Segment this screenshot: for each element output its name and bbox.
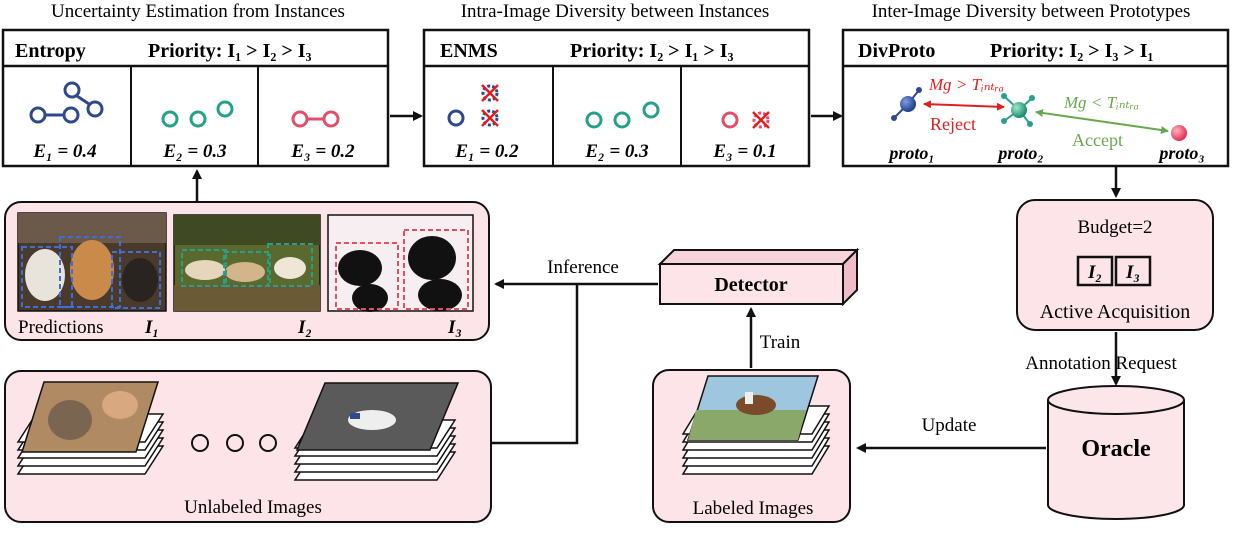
instances-icon bbox=[29, 81, 104, 124]
entropy-priority: Priority: I₁ > I₂ > I₃ bbox=[148, 40, 312, 62]
prediction-label-1: I₁ bbox=[144, 317, 159, 338]
title-intra: Intra-Image Diversity between Instances bbox=[461, 1, 770, 22]
oracle-label: Oracle bbox=[1081, 436, 1151, 462]
prediction-label-2: I₂ bbox=[297, 317, 312, 338]
prediction-image-1 bbox=[17, 212, 167, 312]
oracle-database-icon: Oracle bbox=[1047, 385, 1185, 520]
labeled-images-panel: Labeled Images bbox=[652, 369, 851, 523]
proto-3-label: proto₃ bbox=[1157, 143, 1204, 163]
enms-priority: Priority: I₂ > I₁ > I₃ bbox=[570, 40, 734, 62]
reject-arrow bbox=[923, 100, 1005, 111]
proto-1-icon bbox=[891, 87, 922, 121]
selected-image-2: I₃ bbox=[1125, 262, 1140, 283]
enms-panel: ENMS Priority: I₂ > I₁ > I₃ E₁ = 0.2 E₂ … bbox=[422, 28, 811, 168]
accept-condition: Mɡ < Tᵢₙₜᵣₐ bbox=[1063, 93, 1139, 112]
instances-icon bbox=[585, 101, 660, 129]
detector-box: Detector bbox=[657, 247, 860, 307]
unlabeled-images-panel: Unlabeled Images bbox=[4, 370, 492, 523]
accept-label: Accept bbox=[1072, 130, 1123, 150]
proto-2-label: proto₂ bbox=[996, 143, 1043, 163]
title-inter: Inter-Image Diversity between Prototypes bbox=[872, 1, 1191, 22]
prediction-label-3: I₃ bbox=[447, 317, 462, 338]
enms-cell-2: E₂ = 0.3 bbox=[584, 141, 648, 162]
image-stack bbox=[293, 382, 460, 481]
proto-2-icon bbox=[1001, 93, 1035, 127]
proto-3-icon bbox=[1171, 125, 1187, 141]
labeled-images-label: Labeled Images bbox=[693, 498, 814, 519]
instances-suppressed-icon bbox=[721, 111, 770, 129]
reject-condition: Mɡ > Tᵢₙₜᵣₐ bbox=[928, 75, 1004, 94]
predictions-label: Predictions bbox=[18, 317, 104, 338]
annotation-request-label: Annotation Request bbox=[1025, 353, 1177, 374]
prediction-image-2 bbox=[173, 214, 321, 312]
selected-image-1: I₂ bbox=[1087, 262, 1102, 283]
title-uncertainty: Uncertainty Estimation from Instances bbox=[51, 1, 345, 22]
acquisition-label: Active Acquisition bbox=[1040, 301, 1191, 323]
predictions-panel: Predictions I₁ I₂ I₃ bbox=[4, 201, 490, 341]
instances-suppressed-icon bbox=[447, 84, 499, 127]
accept-arrow bbox=[1035, 109, 1169, 134]
enms-cell-3: E₃ = 0.1 bbox=[712, 141, 776, 162]
instances-icon bbox=[291, 110, 340, 128]
budget-label: Budget=2 bbox=[1077, 217, 1152, 238]
image-stack bbox=[681, 375, 831, 475]
image-stack bbox=[16, 381, 165, 475]
unlabeled-feed-line bbox=[491, 284, 579, 445]
reject-label: Reject bbox=[930, 114, 976, 134]
divproto-name: DivProto bbox=[858, 40, 935, 62]
instances-icon bbox=[161, 100, 234, 128]
unlabeled-images-label: Unlabeled Images bbox=[184, 497, 322, 518]
entropy-cell-1: E₁ = 0.4 bbox=[32, 141, 96, 162]
entropy-cell-3: E₃ = 0.2 bbox=[290, 141, 355, 162]
train-label: Train bbox=[760, 332, 801, 353]
enms-cell-1: E₁ = 0.2 bbox=[454, 141, 519, 162]
entropy-cell-2: E₂ = 0.3 bbox=[162, 141, 226, 162]
prediction-image-3 bbox=[327, 214, 474, 312]
proto-1-label: proto₁ bbox=[887, 143, 934, 163]
entropy-panel: Entropy Priority: I₁ > I₂ > I₃ E₁ = 0.4 … bbox=[1, 28, 390, 168]
inference-label: Inference bbox=[547, 257, 619, 278]
detector-label: Detector bbox=[714, 274, 787, 296]
divproto-panel: DivProto Priority: I₂ > I₃ > I₁ bbox=[841, 28, 1230, 168]
entropy-name: Entropy bbox=[15, 40, 86, 62]
ellipsis-icon bbox=[191, 434, 277, 452]
enms-name: ENMS bbox=[440, 40, 498, 62]
update-label: Update bbox=[922, 415, 977, 436]
divproto-priority: Priority: I₂ > I₃ > I₁ bbox=[990, 40, 1154, 62]
acquisition-panel: Budget=2 I₂ I₃ Active Acquisition bbox=[1016, 199, 1214, 331]
